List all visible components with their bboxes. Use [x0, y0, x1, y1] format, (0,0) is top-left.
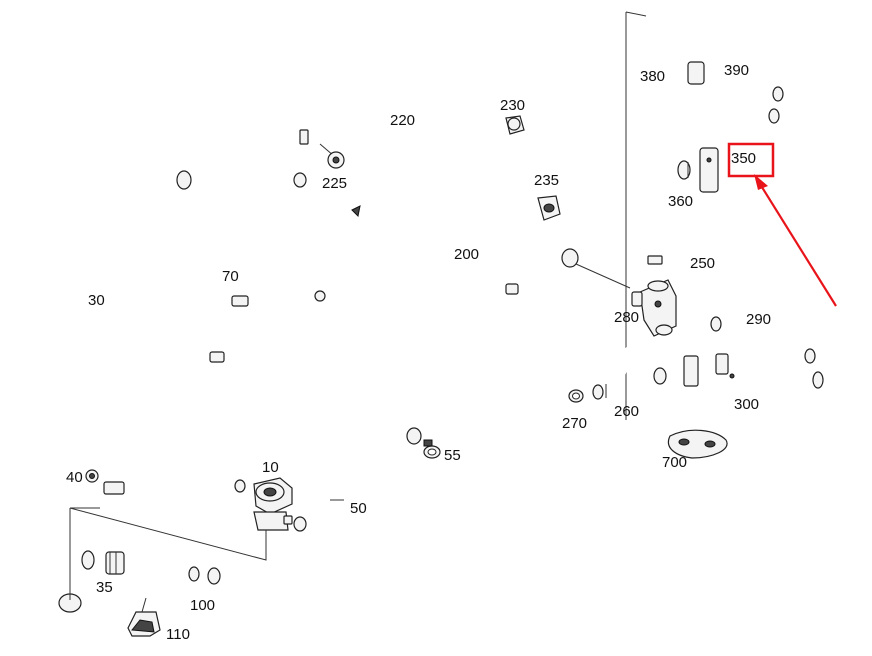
clip-40	[85, 469, 99, 483]
hose-100	[126, 559, 221, 599]
label-230: 230	[500, 97, 525, 114]
label-110: 110	[166, 626, 190, 643]
leader-lines-right	[575, 11, 647, 420]
label-250: 250	[690, 255, 715, 272]
hose-260	[592, 342, 667, 400]
clip-225	[319, 143, 345, 169]
label-360: 360	[668, 193, 693, 210]
label-50: 50	[350, 500, 367, 517]
label-220: 220	[390, 112, 415, 129]
label-350: 350	[731, 150, 756, 167]
hose-380	[635, 16, 695, 73]
valve-280	[631, 279, 677, 337]
label-700: 700	[662, 454, 687, 471]
hose-30	[103, 192, 164, 495]
label-380: 380	[640, 68, 665, 85]
hose-220	[176, 126, 579, 268]
label-55: 55	[444, 447, 461, 464]
label-200: 200	[454, 246, 479, 263]
hose-390	[687, 61, 784, 111]
hose-350	[699, 108, 780, 193]
hose-200	[286, 193, 557, 302]
label-300: 300	[734, 396, 759, 413]
label-35: 35	[96, 579, 113, 596]
label-30: 30	[88, 292, 105, 309]
clamp-235	[537, 195, 561, 221]
highlight-350	[727, 142, 837, 307]
part-labels: 10 30 35 40 50 55 70 100 110 200 220 225…	[66, 62, 771, 643]
seal-700	[667, 429, 728, 459]
label-280: 280	[614, 309, 639, 326]
hose-290	[710, 316, 816, 364]
label-390: 390	[724, 62, 749, 79]
hose-360	[640, 134, 691, 218]
clip-110	[127, 597, 161, 637]
label-70: 70	[222, 268, 239, 285]
pump-10	[253, 477, 293, 542]
hose-50	[293, 424, 422, 598]
label-260: 260	[614, 403, 639, 420]
label-235: 235	[534, 172, 559, 189]
label-40: 40	[66, 469, 83, 486]
hose-70	[209, 162, 307, 493]
hose-230	[502, 115, 525, 180]
label-10: 10	[262, 459, 279, 476]
label-290: 290	[746, 311, 771, 328]
leader-lines-left	[69, 507, 267, 600]
label-270: 270	[562, 415, 587, 432]
clamp-55	[423, 439, 441, 459]
hose-250	[647, 234, 699, 387]
label-225: 225	[322, 175, 347, 192]
hose-300	[715, 353, 824, 389]
label-100: 100	[190, 597, 215, 614]
hose-35	[58, 512, 125, 613]
clamp-270	[568, 389, 584, 403]
